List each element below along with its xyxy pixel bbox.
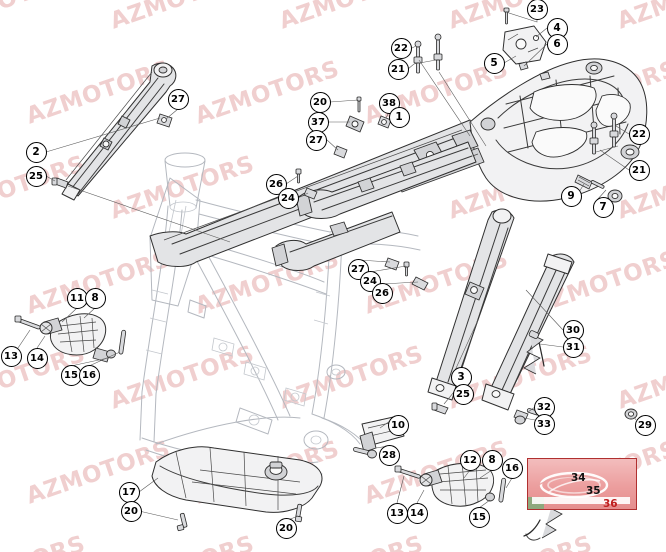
part-17-skid-plate — [151, 446, 323, 532]
part-29-nut — [624, 408, 638, 420]
part-3-rear-rail-right — [427, 208, 515, 415]
callout-14[interactable]: 14 — [406, 502, 428, 524]
callout-20[interactable]: 20 — [309, 91, 331, 113]
callout-24[interactable]: 24 — [277, 187, 299, 209]
callout-37[interactable]: 37 — [307, 111, 329, 133]
callout-20[interactable]: 20 — [275, 517, 297, 539]
callout-17[interactable]: 17 — [118, 481, 140, 503]
callout-21[interactable]: 21 — [628, 159, 650, 181]
callout-15[interactable]: 15 — [468, 506, 490, 528]
callout-33[interactable]: 33 — [533, 413, 555, 435]
part-11-footpeg-left — [14, 313, 127, 363]
callout-31[interactable]: 31 — [562, 336, 584, 358]
callout-16[interactable]: 16 — [78, 364, 100, 386]
inset-white-strip — [532, 497, 630, 504]
callout-25[interactable]: 25 — [452, 383, 474, 405]
callout-28[interactable]: 28 — [378, 444, 400, 466]
callout-20[interactable]: 20 — [120, 500, 142, 522]
callout-29[interactable]: 29 — [634, 414, 656, 436]
part-30-side-stand — [481, 253, 575, 425]
callout-14[interactable]: 14 — [26, 347, 48, 369]
callout-8[interactable]: 8 — [481, 449, 503, 471]
callout-10[interactable]: 10 — [387, 414, 409, 436]
callout-2[interactable]: 2 — [25, 141, 47, 163]
callout-1[interactable]: 1 — [388, 106, 410, 128]
callout-21[interactable]: 21 — [387, 58, 409, 80]
callout-23[interactable]: 23 — [526, 0, 548, 20]
callout-5[interactable]: 5 — [483, 52, 505, 74]
callout-12[interactable]: 12 — [459, 449, 481, 471]
inset-label-35: 35 — [586, 485, 601, 497]
inset-label-36: 36 — [603, 498, 618, 510]
callout-16[interactable]: 16 — [501, 457, 523, 479]
callout-13[interactable]: 13 — [386, 502, 408, 524]
part-12-footpeg-right — [394, 461, 507, 507]
callout-27[interactable]: 27 — [305, 129, 327, 151]
callout-9[interactable]: 9 — [560, 185, 582, 207]
callout-27[interactable]: 27 — [167, 88, 189, 110]
callout-6[interactable]: 6 — [546, 33, 568, 55]
callout-22[interactable]: 22 — [628, 123, 650, 145]
callout-22[interactable]: 22 — [390, 37, 412, 59]
callout-8[interactable]: 8 — [84, 287, 106, 309]
callout-26[interactable]: 26 — [371, 282, 393, 304]
callout-7[interactable]: 7 — [592, 196, 614, 218]
callout-13[interactable]: 13 — [0, 345, 22, 367]
inset-label-34: 34 — [571, 472, 586, 484]
part-1-rear-subframe — [149, 58, 648, 271]
detail-inset-box — [527, 458, 637, 510]
callout-25[interactable]: 25 — [25, 165, 47, 187]
